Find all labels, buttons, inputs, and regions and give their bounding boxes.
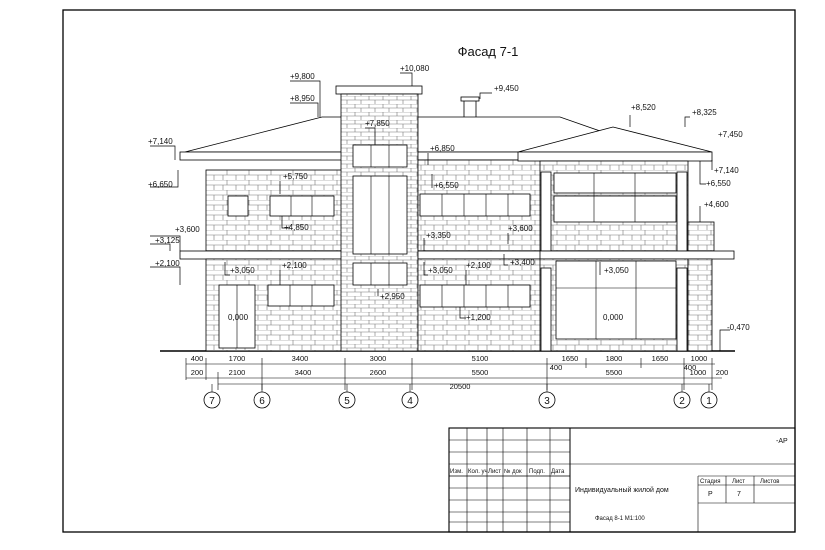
label: Кол. уч <box>468 469 488 475</box>
title-block-text: -АР Изм. Кол. уч Лист № док Подп. Дата И… <box>450 438 788 522</box>
label: +3,600 <box>175 225 200 234</box>
label: 2600 <box>370 368 387 377</box>
label: +4,600 <box>704 200 729 209</box>
label: 200 <box>716 368 729 377</box>
label: +2,100 <box>282 261 307 270</box>
label: 5500 <box>472 368 489 377</box>
label: 1650 <box>562 354 579 363</box>
label: +3,400 <box>510 258 535 267</box>
axis-2: 2 <box>679 396 685 407</box>
label: +1,200 <box>466 313 491 322</box>
title-block <box>448 427 796 533</box>
label: 400 <box>191 354 204 363</box>
label: Стадия <box>700 479 720 485</box>
label: +6,550 <box>706 179 731 188</box>
label: Изм. <box>450 469 463 475</box>
label: -0,470 <box>727 323 750 332</box>
label: +8,520 <box>631 103 656 112</box>
axis-7: 7 <box>209 396 215 407</box>
label: 3000 <box>370 354 387 363</box>
left-wing <box>179 116 346 352</box>
label: +2,950 <box>380 292 405 301</box>
level-labels: +9,800 +8,950 +10,080 +9,450 +8,520 +8,3… <box>148 64 750 332</box>
label: 3400 <box>295 368 312 377</box>
label: Лист <box>488 469 501 475</box>
label: +7,140 <box>714 166 739 175</box>
label: 1700 <box>229 354 246 363</box>
label: +6,550 <box>434 181 459 190</box>
label: 200 <box>191 368 204 377</box>
chimney <box>463 98 477 120</box>
label: 1650 <box>652 354 669 363</box>
label: 1000 <box>690 368 707 377</box>
label: 3400 <box>292 354 309 363</box>
label: +7,450 <box>718 130 743 139</box>
label: Подп. <box>529 469 545 475</box>
level-markers <box>150 72 730 351</box>
label: +3,050 <box>604 266 629 275</box>
sheet-frame <box>62 9 796 533</box>
label: +2,100 <box>155 259 180 268</box>
label: +9,450 <box>494 84 519 93</box>
axis-3: 3 <box>544 396 550 407</box>
label: +7,850 <box>365 119 390 128</box>
label: +8,950 <box>290 94 315 103</box>
label: +2,100 <box>466 261 491 270</box>
label: № док <box>504 468 522 475</box>
label: +10,080 <box>400 64 430 73</box>
label: +3,050 <box>230 266 255 275</box>
dimension-labels: 400 1700 3400 3000 5100 1650 1800 1650 1… <box>191 354 729 391</box>
label: 0,000 <box>228 313 249 322</box>
label: +3,050 <box>428 266 453 275</box>
label: +4,850 <box>284 223 309 232</box>
label: 5500 <box>606 368 623 377</box>
label: Дата <box>551 469 565 475</box>
label: +3,125 <box>155 236 180 245</box>
axis-markers: 7 6 5 4 3 2 1 <box>203 384 718 409</box>
label: 1000 <box>691 354 708 363</box>
label: +6,850 <box>430 144 455 153</box>
middle-section <box>417 116 602 352</box>
label: 400 <box>684 363 697 372</box>
label: +9,800 <box>290 72 315 81</box>
right-wing <box>517 126 735 352</box>
label: +3,350 <box>426 231 451 240</box>
axis-5: 5 <box>344 396 350 407</box>
label: +7,140 <box>148 137 173 146</box>
drawing-code: -АР <box>776 438 788 445</box>
label: +5,750 <box>283 172 308 181</box>
label: 20500 <box>450 382 471 391</box>
tower <box>335 85 423 352</box>
label: Лист <box>732 479 745 485</box>
axis-6: 6 <box>259 396 265 407</box>
project-name: Индивидуальный жилой дом <box>575 486 669 494</box>
label: 0,000 <box>603 313 624 322</box>
label: +8,325 <box>692 108 717 117</box>
label: Листов <box>760 479 780 485</box>
axis-4: 4 <box>407 396 413 407</box>
axis-1: 1 <box>706 396 712 407</box>
drawing-title: Фасад 7-1 <box>458 44 519 59</box>
label: +6,650 <box>148 180 173 189</box>
sheet-value: 7 <box>737 491 741 498</box>
label: 2100 <box>229 368 246 377</box>
dimension-lines <box>185 358 722 390</box>
stage-value: Р <box>708 491 713 498</box>
label: +3,600 <box>508 224 533 233</box>
sheet-caption: Фасад 8-1 М1:100 <box>595 516 645 522</box>
label: 400 <box>550 363 563 372</box>
label: 5100 <box>472 354 489 363</box>
label: 1800 <box>606 354 623 363</box>
